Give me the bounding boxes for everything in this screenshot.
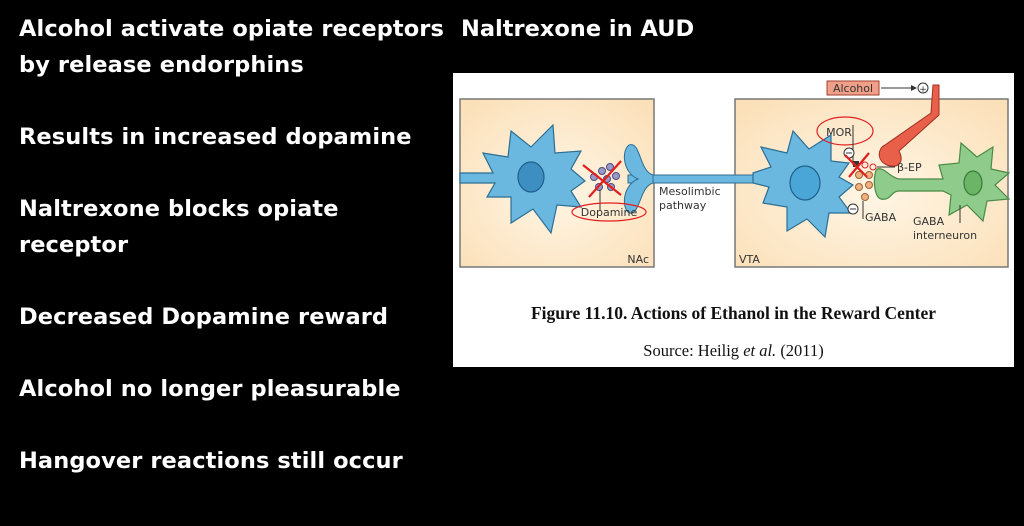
bullet-item: Alcohol no longer pleasurable [19,376,401,402]
figure-source: Source: Heilig et al. (2011) [643,341,824,360]
slide-title: Naltrexone in AUD [461,16,695,42]
gaba-interneuron-label-1: GABA [913,215,945,228]
plus-sign-icon [917,82,929,94]
bullet-item: Alcohol activate opiate receptors by rel… [19,16,444,78]
alcohol-label: Alcohol [833,82,873,95]
gaba-vesicles [855,171,873,201]
bullet-list: Alcohol activate opiate receptors by rel… [19,11,449,515]
axon-terminal [623,144,654,214]
alcohol-box [826,80,880,96]
gaba-label: GABA [865,211,897,224]
dopamine-label: Dopamine [581,206,638,219]
beta-ep-label: β-EP [897,161,922,174]
dopamine-red-x [582,160,622,198]
gaba-interneuron-label-2: interneuron [913,229,977,242]
mesolimbic-label-1: Mesolimbic [659,185,721,198]
mor-label: MOR [826,126,852,139]
vta-label: VTA [739,253,760,266]
vta-dopamine-neuron [752,129,855,239]
nac-neuron [459,123,586,235]
bullet-item: Decreased Dopamine reward [19,304,389,330]
mesolimbic-label-2: pathway [659,199,707,212]
figure-caption: Figure 11.10. Actions of Ethanol in the … [530,303,937,323]
figure-panel: Dopamine Mesolimbic pathway NAc VTA Alco… [453,73,1014,367]
bullet-item: Naltrexone blocks opiate receptor [19,196,339,258]
mor-circle-annotation [816,116,874,146]
reward-diagram: Dopamine Mesolimbic pathway NAc VTA Alco… [459,80,1011,268]
bullet-item: Results in increased dopamine [19,124,412,150]
nac-label: NAc [627,253,649,266]
beta-ep-neuron [878,84,940,167]
svg-text:+: + [919,85,927,95]
gaba-interneuron [873,141,1011,223]
mor-red-x [844,152,870,178]
bullet-item: Hangover reactions still occur [19,448,403,474]
dopamine-circle-annotation [571,202,647,222]
